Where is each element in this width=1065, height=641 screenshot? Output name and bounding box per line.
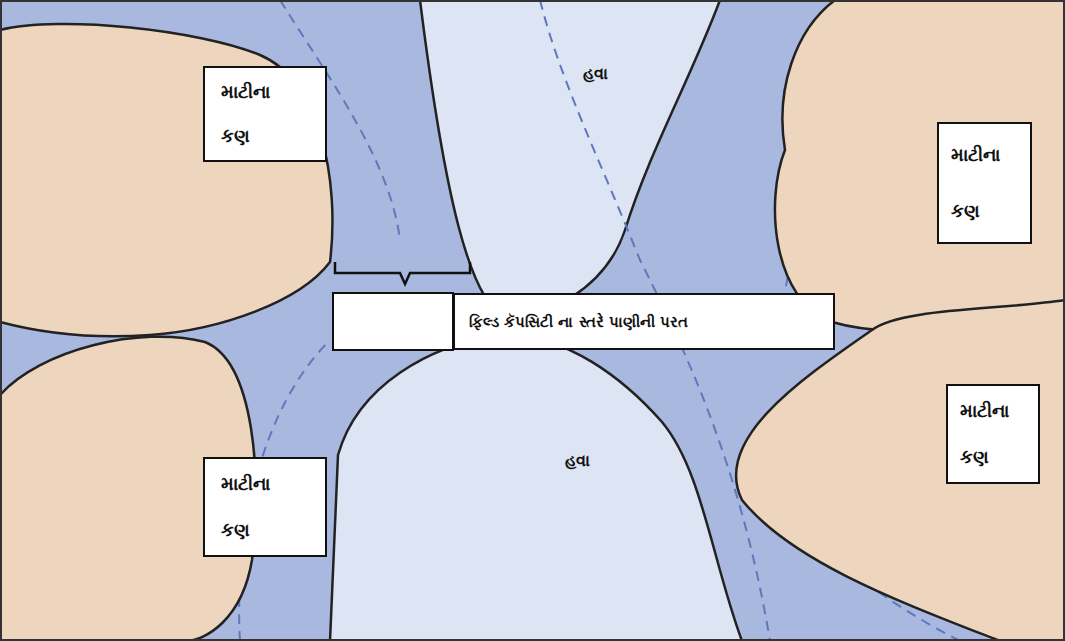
node-text: માટીના કણ [960, 388, 1030, 480]
label-box: માટીના કણ [203, 66, 327, 162]
label-box: માટીના કણ [937, 122, 1032, 244]
callout-box: ફિલ્ડ કૅપસિટી ના સ્તરે પાણીની પરત [453, 293, 835, 350]
label-box: માટીના કણ [946, 384, 1040, 484]
blank-box [333, 293, 453, 350]
node-text: માટીના કણ [221, 70, 291, 158]
air-label: હવા [565, 451, 590, 470]
soil-particle [0, 24, 332, 336]
node-text: માટીના કણ [221, 461, 291, 553]
bracket [335, 262, 470, 284]
air-label: હવા [583, 64, 608, 83]
soil-particle [775, 0, 1065, 332]
air-region [330, 335, 742, 641]
label-box: માટીના કણ [203, 457, 327, 557]
soil-particle [736, 300, 1065, 641]
air-region [420, 0, 720, 318]
node-text: માટીના કણ [951, 127, 1021, 239]
node-text: ફિલ્ડ કૅપસિટી ના સ્તરે પાણીની પરત [469, 311, 827, 333]
